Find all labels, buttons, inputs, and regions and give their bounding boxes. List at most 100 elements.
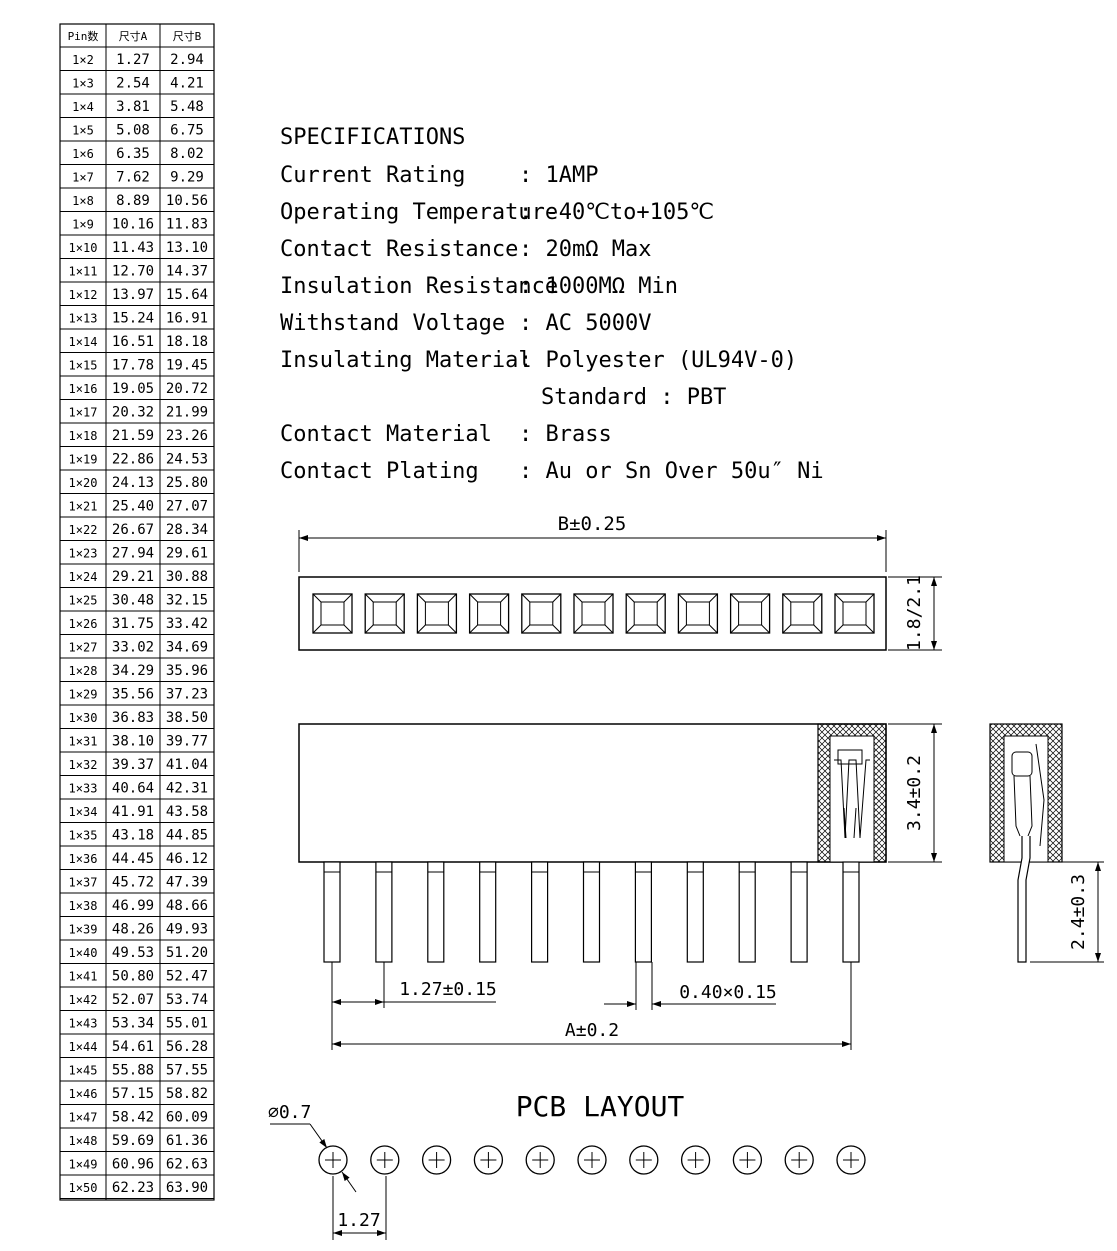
table-cell: 40.64 [112,781,154,797]
table-cell: 32.15 [166,593,208,609]
table-cell: 57.15 [112,1086,154,1102]
table-cell: 9.29 [170,170,204,186]
table-cell: 13.10 [166,240,208,256]
dim-tail-label: 2.4±0.3 [1068,874,1089,950]
table-cell: 1×22 [69,523,98,537]
top-view-contact-slot [573,593,614,634]
table-cell: 1×50 [69,1181,98,1195]
top-view-contact-slot [364,593,405,634]
table-cell: 51.20 [166,945,208,961]
table-cell: 20.32 [112,405,154,421]
top-view-contact-slot [729,593,771,634]
spec-label: Insulating Material [280,348,532,373]
table-cell: 1.27 [116,52,150,68]
table-cell: 1×8 [72,194,94,208]
top-view-contact-slot [312,593,353,634]
front-view-pin [582,861,601,963]
dim-b-label: B±0.25 [558,513,627,535]
table-cell: 34.29 [112,663,154,679]
top-view-contact-slot [677,593,719,634]
table-cell: 15.24 [112,311,154,327]
table-cell: 46.99 [112,898,154,914]
dim-pitch-label: 1.27±0.15 [399,979,497,1000]
front-view: 3.4±0.2 1.27±0.15 0.40×0.15 A±0.2 [298,723,942,1050]
table-cell: 46.12 [166,851,208,867]
spec-value: : 1AMP [519,163,598,188]
table-cell: 1×10 [69,241,98,255]
spec-label: Insulation Resistance [280,274,558,299]
top-view-contact-slot [521,593,562,634]
table-cell: 11.43 [112,240,154,256]
table-cell: 29.21 [112,569,154,585]
table-cell: 63.90 [166,1180,208,1196]
top-view-contact-slot [834,593,875,634]
table-cell: 1×33 [69,782,98,796]
table-cell: 38.50 [166,710,208,726]
table-cell: 19.45 [166,358,208,374]
table-cell: 1×27 [69,641,98,655]
table-cell: 27.07 [166,499,208,515]
table-cell: 35.96 [166,663,208,679]
table-cell: 1×41 [69,970,98,984]
table-cell: 43.58 [166,804,208,820]
table-cell: 29.61 [166,546,208,562]
table-cell: 1×36 [69,852,98,866]
table-cell: 38.10 [112,734,154,750]
specs-title: SPECIFICATIONS [280,125,465,150]
pcb-hole [784,1145,814,1175]
table-cell: 49.93 [166,922,208,938]
top-view-contact-slot [625,593,666,634]
table-cell: 62.23 [112,1180,154,1196]
table-cell: 36.83 [112,710,154,726]
table-cell: 1×15 [69,359,98,373]
table-cell: 42.31 [166,781,208,797]
table-cell: 1×31 [69,735,98,749]
table-cell: 1×48 [69,1134,98,1148]
table-cell: 10.56 [166,193,208,209]
pcb-hole [473,1145,504,1175]
spec-value: : -40℃to+105℃ [519,200,714,225]
table-cell: 11.83 [166,217,208,233]
spec-value: : 20mΩ Max [519,237,651,262]
table-cell: 1×4 [72,100,94,114]
spec-label: Operating Temperature [280,200,558,225]
pcb-layout: PCB LAYOUT ⌀0.7 1.27 [268,1090,866,1240]
table-cell: 55.88 [112,1063,154,1079]
table-cell: 17.78 [112,358,154,374]
table-cell: 22.86 [112,452,154,468]
table-cell: 39.77 [166,734,208,750]
table-cell: 1×37 [69,876,98,890]
pcb-hole [732,1145,763,1175]
spec-value: : Au or Sn Over 50u″ Ni [519,459,824,484]
table-cell: 1×25 [69,594,98,608]
spec-value: : 1000MΩ Min [519,274,678,299]
spec-value: Standard : PBT [541,385,726,410]
table-cell: 1×35 [69,829,98,843]
table-cell: 44.45 [112,851,154,867]
table-cell: 1×46 [69,1087,98,1101]
table-cell: 1×29 [69,688,98,702]
table-cell: 50.80 [112,969,154,985]
table-cell: 1×47 [69,1111,98,1125]
front-view-pin [686,861,704,963]
table-cell: 1×45 [69,1064,98,1078]
spec-label: Contact Material [280,422,492,447]
front-view-pin [530,861,549,963]
pcb-hole [836,1145,866,1175]
table-cell: 6.35 [116,146,150,162]
table-cell: 1×44 [69,1040,98,1054]
pcb-hole-diameter-label: ⌀0.7 [268,1102,311,1123]
table-cell: 16.91 [166,311,208,327]
table-cell: 33.02 [112,640,154,656]
table-cell: 1×23 [69,547,98,561]
spec-label: Current Rating [280,163,465,188]
table-cell: 1×6 [72,147,94,161]
table-cell: 24.13 [112,475,154,491]
table-cell: 1×11 [69,265,98,279]
side-view: 2.4±0.3 [989,723,1104,963]
table-cell: 1×34 [69,805,98,819]
table-cell: 25.80 [166,475,208,491]
table-cell: 5.48 [170,99,204,115]
table-cell: 1×40 [69,946,98,960]
spec-value: : Brass [519,422,612,447]
